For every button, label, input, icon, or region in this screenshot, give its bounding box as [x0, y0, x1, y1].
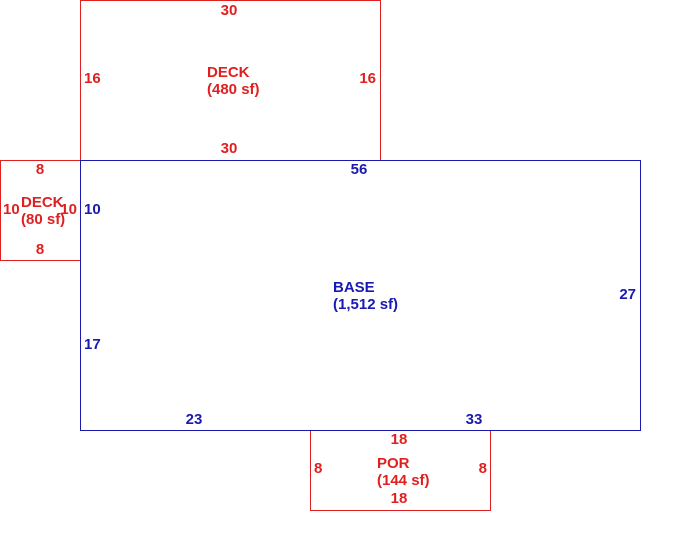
deck-top-area: (480 sf) [207, 81, 260, 98]
porch-dim-bottom: 18 [391, 490, 408, 507]
deck-left-dim-right: 10 [60, 201, 77, 218]
deck-left-dim-bottom: 8 [36, 241, 44, 258]
deck-left-dim-top: 8 [36, 161, 44, 178]
porch-dim-right: 8 [479, 460, 487, 477]
base-dim-bottom-right: 33 [466, 411, 483, 428]
porch-area: (144 sf) [377, 472, 430, 489]
base-dim-left-lower: 17 [84, 336, 101, 353]
deck-top-dim-right: 16 [359, 70, 376, 87]
porch-name: POR [377, 455, 410, 472]
deck-left-dim-left: 10 [3, 201, 20, 218]
porch-dim-top: 18 [391, 431, 408, 448]
deck-top-dim-top: 30 [221, 2, 238, 19]
base-dim-top: 56 [351, 161, 368, 178]
deck-top-dim-bottom: 30 [221, 140, 238, 157]
base-dim-left-upper: 10 [84, 201, 101, 218]
base-dim-right: 27 [619, 286, 636, 303]
base-outline [80, 160, 641, 431]
deck-top-name: DECK [207, 64, 250, 81]
base-name: BASE [333, 279, 375, 296]
base-area: (1,512 sf) [333, 296, 398, 313]
deck-top-dim-left: 16 [84, 70, 101, 87]
base-dim-bottom-left: 23 [186, 411, 203, 428]
deck-left-name: DECK [21, 194, 64, 211]
porch-dim-left: 8 [314, 460, 322, 477]
deck-left-area: (80 sf) [21, 211, 65, 228]
